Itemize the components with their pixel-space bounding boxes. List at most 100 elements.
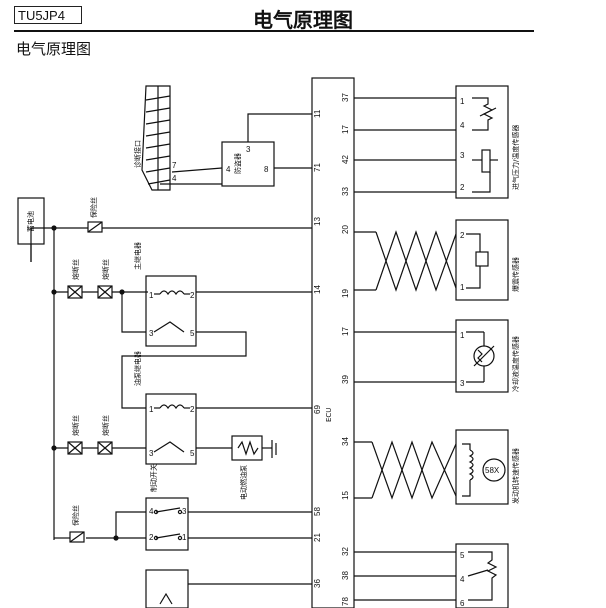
ecu-pin-39: 39 [341, 375, 350, 384]
ecu-pin-15: 15 [341, 491, 350, 500]
section-title: 电气原理图 [16, 40, 92, 58]
map-pin-1: 1 [460, 97, 465, 106]
document-code: TU5JP4 [14, 6, 82, 24]
knock-twisted-b [375, 230, 457, 292]
brake-switch-label: 制动开关 [149, 464, 158, 492]
mr-pin-2: 2 [190, 291, 195, 300]
ecu-pin-34: 34 [341, 437, 350, 446]
ecu-pin-21: 21 [313, 533, 322, 542]
knock-sensor-label: 爆震传感器 [511, 257, 520, 292]
pr-pin-2: 2 [190, 405, 195, 414]
ecu-pin-33: 33 [341, 187, 350, 196]
wire-mr-5-to-pr [121, 331, 247, 409]
diagnostic-connector [141, 85, 171, 191]
diag-pin-4: 4 [172, 174, 177, 183]
ecu-pin-36: 36 [313, 579, 322, 588]
ecu-block [311, 77, 355, 608]
ecu-pin-78: 78 [341, 597, 350, 606]
mr-pin-3: 3 [149, 329, 154, 338]
fuel-pump [231, 435, 277, 461]
map-sensor-internals [472, 97, 498, 193]
knock-sensor-internals [466, 233, 489, 289]
cs-pin-3: 3 [460, 379, 465, 388]
crank-twisted-b [371, 440, 457, 500]
ecu-pin-58: 58 [313, 507, 322, 516]
diag-port-label: 诊断接口 [133, 140, 142, 168]
thermistor-icon [466, 331, 495, 383]
pr-pin-5: 5 [190, 449, 195, 458]
bs-pin-4: 4 [149, 507, 154, 516]
ecu-pin-42: 42 [341, 155, 350, 164]
pump-relay-label: 油泵继电器 [133, 351, 142, 386]
main-relay-contact [153, 321, 185, 333]
cs-pin-1: 1 [460, 331, 465, 340]
brake-switch [145, 497, 189, 551]
map-sensor-label: 进气压力/温度传感器 [511, 125, 520, 190]
fuse-d-label: 熔断丝 [101, 415, 110, 436]
crank-sensor-coil [462, 443, 474, 497]
ecu-pin-17a: 17 [341, 125, 350, 134]
immobilizer-label: 防盗器 [233, 153, 242, 174]
reluctor-wheel-icon [482, 458, 506, 482]
ecu-pin-14: 14 [313, 285, 322, 294]
ecu-pin-11: 11 [313, 109, 322, 118]
map-pin-4: 4 [460, 121, 465, 130]
title-rule [14, 30, 534, 32]
map-pin-3: 3 [460, 151, 465, 160]
immo-pin-8: 8 [264, 165, 269, 174]
ecu-pin-32: 32 [341, 547, 350, 556]
ecu-pin-38: 38 [341, 571, 350, 580]
coolant-sensor-box [455, 319, 509, 393]
immo-pin-3: 3 [246, 145, 251, 154]
main-relay [145, 275, 197, 347]
tp-pin-4: 4 [460, 575, 465, 584]
ks-pin-1: 1 [460, 283, 465, 292]
map-pin-2: 2 [460, 183, 465, 192]
ecu-pin-13: 13 [313, 217, 322, 226]
wire-immo-ecu11 [247, 113, 312, 142]
ecu-pin-71: 71 [313, 163, 322, 172]
pr-pin-3: 3 [149, 449, 154, 458]
page-title: 电气原理图 [253, 8, 353, 32]
fuse-top [87, 221, 103, 233]
pump-relay-coil [159, 404, 185, 410]
crank-sensor-label: 发动机转速传感器 [511, 448, 520, 504]
fuse-pair-upper [67, 285, 113, 299]
fuse-b-label: 熔断丝 [101, 259, 110, 280]
fuse-c-label: 熔断丝 [71, 415, 80, 436]
knock-twisted-a [375, 230, 457, 292]
immo-pin-4: 4 [226, 165, 231, 174]
crank-twisted-a [371, 440, 457, 500]
tp-pin-5: 5 [460, 551, 465, 560]
mr-pin-5: 5 [190, 329, 195, 338]
crank-sensor-box [455, 429, 509, 505]
wire-battery-bus [30, 227, 54, 262]
tp-pin-6: 6 [460, 599, 465, 608]
diag-pin-7: 7 [172, 161, 177, 170]
knock-sensor-box [455, 219, 509, 301]
ecu-pin-37: 37 [341, 93, 350, 102]
fuel-pump-label: 电动燃油泵 [239, 465, 248, 500]
main-relay-coil [159, 290, 185, 296]
coolant-sensor-label: 冷却液温度传感器 [511, 336, 520, 392]
fuse-bottom-label: 保险丝 [71, 505, 80, 526]
ecu-pin-17b: 17 [341, 327, 350, 336]
map-sensor-box [455, 85, 509, 199]
bottom-left-component [145, 569, 189, 608]
pr-pin-1: 1 [149, 405, 154, 414]
fuse-pair-lower [67, 441, 113, 455]
bs-pin-1: 1 [182, 533, 187, 542]
wire-mr-3 [121, 292, 146, 333]
pump-relay-contact [153, 441, 185, 453]
throttle-potentiometer [467, 551, 498, 601]
ecu-pin-20: 20 [341, 225, 350, 234]
ecu-pin-69: 69 [313, 405, 322, 414]
crank-teeth-label: 58X [485, 466, 500, 475]
fuse-bottom [69, 531, 85, 543]
bs-pin-2: 2 [149, 533, 154, 542]
fuse-top-label: 保险丝 [89, 197, 98, 218]
pump-relay [145, 393, 197, 465]
ecu-label: ECU [325, 408, 333, 422]
mr-pin-1: 1 [149, 291, 154, 300]
